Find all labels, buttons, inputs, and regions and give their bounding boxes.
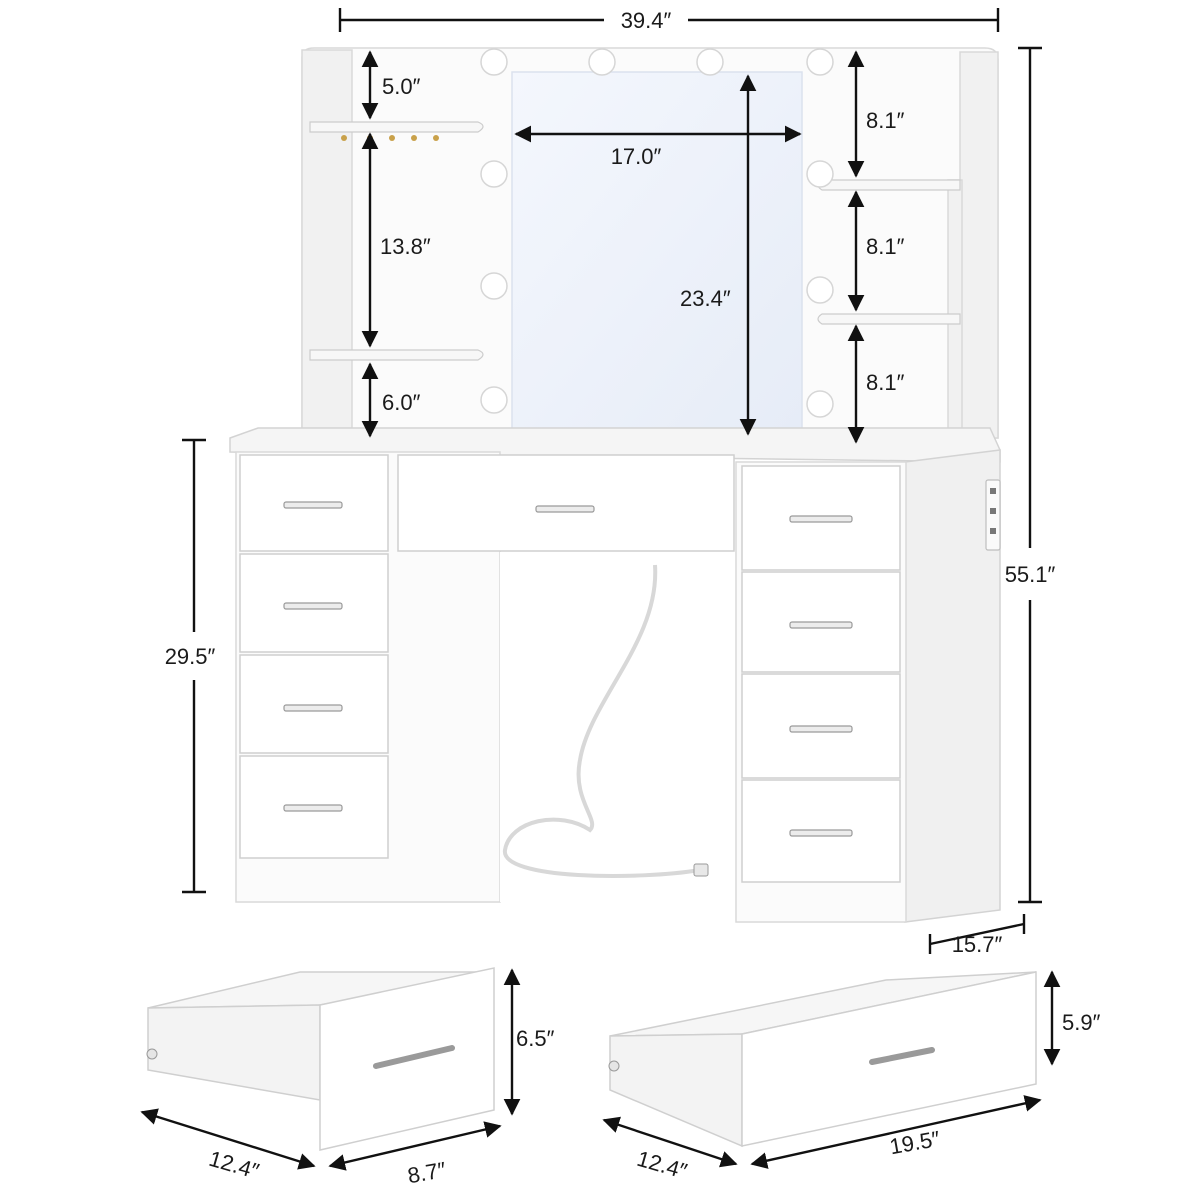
drawer — [239, 654, 389, 754]
center-drawer — [397, 454, 735, 552]
drawer-handle — [283, 804, 343, 812]
drawer-handle — [283, 602, 343, 610]
bulb — [806, 160, 834, 188]
desk-height-label: 29.5″ — [165, 644, 216, 669]
hutch-right-side — [959, 51, 999, 439]
drawer-handle — [283, 501, 343, 509]
left-drawers — [239, 454, 389, 859]
large-drawer-height-label: 5.9″ — [1062, 1010, 1101, 1035]
overall-height-label: 55.1″ — [1005, 562, 1056, 587]
kneehole — [500, 552, 736, 902]
bulb — [480, 272, 508, 300]
drawer-handle — [789, 515, 853, 523]
vanity-light-bulbs — [480, 48, 834, 418]
right-shelf-gap-1-label: 8.1″ — [866, 108, 905, 133]
bulb — [480, 160, 508, 188]
power-cord — [503, 564, 701, 878]
bulb — [696, 48, 724, 76]
bulb — [480, 386, 508, 414]
mirror-width-label: 17.0″ — [611, 144, 662, 169]
hutch-left-side — [301, 49, 353, 439]
hutch-right-divider — [947, 179, 963, 439]
right-shelf-lower — [817, 313, 961, 325]
right-shelf-gap-3-label: 8.1″ — [866, 370, 905, 395]
dimension-lines — [140, 8, 1061, 1171]
drawer-handle — [789, 829, 853, 837]
desk — [229, 427, 1001, 923]
dimension-labels: 39.4″ 55.1″ 15.7″ 29.5″ 5.0″ 13.8″ 6.0″ … — [165, 8, 1101, 1188]
mirror-height-label: 23.4″ — [680, 286, 731, 311]
bulb — [588, 48, 616, 76]
power-outlet — [985, 479, 1001, 551]
power-plug — [693, 863, 709, 877]
drawer-handle — [283, 704, 343, 712]
right-shelf-upper — [817, 179, 961, 191]
right-shelf-gap-2-label: 8.1″ — [866, 234, 905, 259]
small-drawer-depth-label: 12.4″ — [206, 1146, 262, 1184]
drawer-handle — [789, 725, 853, 733]
bulb — [806, 276, 834, 304]
bulb — [806, 390, 834, 418]
small-drawer-illustration — [146, 967, 495, 1151]
small-drawer-height-label: 6.5″ — [516, 1026, 555, 1051]
bulb — [806, 48, 834, 76]
left-shelf-spacing-label: 13.8″ — [380, 234, 431, 259]
drawer — [741, 673, 901, 779]
large-drawer-illustration — [608, 971, 1037, 1148]
left-top-gap-label: 5.0″ — [382, 74, 421, 99]
left-shelf-upper — [309, 121, 484, 133]
large-drawer-depth-label: 12.4″ — [634, 1146, 690, 1184]
depth-label: 15.7″ — [952, 932, 1003, 957]
overall-width-label: 39.4″ — [621, 8, 672, 33]
left-shelf-lower — [309, 349, 484, 361]
small-drawer-width-label: 8.7″ — [406, 1157, 448, 1188]
drawer-handle — [535, 505, 595, 513]
right-drawers — [741, 465, 901, 883]
mirror — [511, 71, 803, 437]
drawer-handle — [789, 621, 853, 629]
bulb — [480, 48, 508, 76]
left-bottom-gap-label: 6.0″ — [382, 390, 421, 415]
